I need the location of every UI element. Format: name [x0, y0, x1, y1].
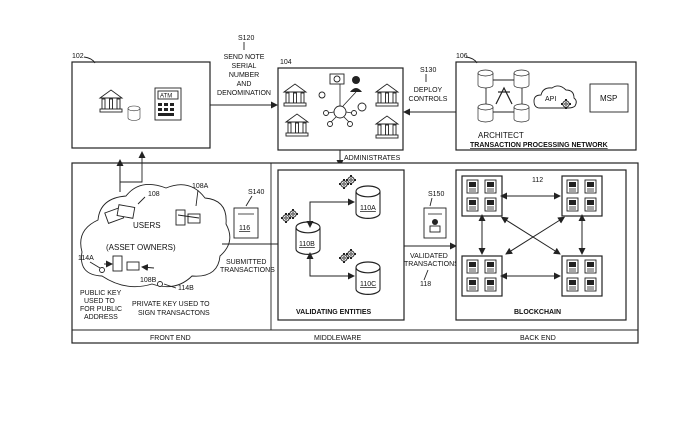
svg-text:FOR PUBLIC: FOR PUBLIC: [80, 306, 122, 313]
svg-text:MSP: MSP: [600, 94, 617, 103]
key-devices-icon: [99, 255, 163, 287]
step-s150: S150: [428, 191, 444, 198]
svg-text:116: 116: [239, 225, 250, 232]
svg-text:CONTROLS: CONTROLS: [409, 96, 448, 103]
arrow-110b-110a: [306, 198, 355, 228]
svg-text:NUMBER: NUMBER: [229, 72, 259, 79]
svg-text:AND: AND: [237, 81, 252, 88]
architect-label: ARCHITECT: [478, 131, 524, 140]
ledger-validated-icon: [423, 207, 447, 239]
block-bottom-right: [562, 256, 602, 296]
front-end-label: FRONT END: [150, 335, 191, 342]
svg-text:DEPLOY: DEPLOY: [414, 87, 443, 94]
administrates-label: ADMINISTRATES: [344, 155, 401, 162]
step-s140: S140: [248, 189, 264, 196]
validating-db-110b: 110B: [280, 208, 321, 256]
svg-text:API: API: [545, 96, 556, 103]
architect-network-icon: [477, 69, 530, 123]
ref-102: 102: [72, 53, 84, 60]
msp-box: MSP: [589, 83, 629, 113]
step-s130: S130: [420, 67, 436, 74]
svg-text:SERIAL: SERIAL: [232, 63, 257, 70]
svg-text:TRANSACTIONS: TRANSACTIONS: [404, 261, 459, 268]
ref-112: 112: [532, 177, 543, 184]
block-top-right: [562, 176, 602, 216]
send-note-label: SEND NOTE SERIAL NUMBER AND DENOMINATION: [217, 54, 271, 97]
validating-db-110c: 110C: [338, 248, 381, 296]
svg-text:TRANSACTIONS: TRANSACTIONS: [220, 267, 275, 274]
svg-text:SIGN TRANSACTONS: SIGN TRANSACTONS: [138, 310, 210, 317]
ref-108a: 108A: [192, 183, 209, 190]
ref-114a: 114A: [78, 255, 94, 262]
svg-text:SEND NOTE: SEND NOTE: [224, 54, 265, 61]
submitted-label: SUBMITTED TRANSACTIONS: [220, 259, 275, 274]
svg-text:110B: 110B: [299, 241, 315, 248]
arrow-110b-110c: [306, 252, 355, 280]
box-102: [71, 61, 211, 149]
validating-db-110a: 110A: [338, 174, 381, 220]
svg-text:PUBLIC KEY: PUBLIC KEY: [80, 290, 122, 297]
network-icon: [318, 73, 367, 127]
step-s120: S120: [238, 35, 254, 42]
svg-text:VALIDATED: VALIDATED: [410, 253, 448, 260]
validated-label: VALIDATED TRANSACTIONS: [404, 253, 459, 268]
ref-108b: 108B: [140, 277, 157, 284]
block-bottom-left: [462, 256, 502, 296]
ref-108: 108: [148, 191, 160, 198]
asset-owners-label: (ASSET OWNERS): [106, 243, 176, 252]
svg-text:110A: 110A: [360, 205, 376, 212]
svg-text:ATM: ATM: [160, 94, 172, 100]
middleware-label: MIDDLEWARE: [314, 335, 362, 342]
ref-114b: 114B: [178, 285, 194, 292]
users-icon: [104, 204, 136, 224]
svg-text:DENOMINATION: DENOMINATION: [217, 90, 271, 97]
tpn-label: TRANSACTION PROCESSING NETWORK: [470, 142, 608, 149]
validating-entities-label: VALIDATING ENTITIES: [296, 309, 372, 316]
atm-icon: ATM: [154, 87, 182, 121]
ref-106: 106: [456, 53, 468, 60]
svg-text:USED TO: USED TO: [84, 298, 115, 305]
private-key-label: PRIVATE KEY USED TO SIGN TRANSACTONS: [132, 301, 210, 317]
svg-text:110C: 110C: [360, 281, 376, 288]
ref-104: 104: [280, 59, 292, 66]
mobile-device-icon: [175, 209, 201, 226]
public-key-label: PUBLIC KEY USED TO FOR PUBLIC ADDRESS: [80, 290, 122, 321]
back-end-label: BACK END: [520, 335, 556, 342]
svg-text:PRIVATE KEY USED TO: PRIVATE KEY USED TO: [132, 301, 210, 308]
api-cloud-icon: API: [533, 85, 577, 110]
database-icon: [127, 105, 141, 121]
blockchain-label: BLOCKCHAIN: [514, 309, 561, 316]
users-label: USERS: [133, 221, 161, 230]
svg-text:SUBMITTED: SUBMITTED: [226, 259, 266, 266]
svg-text:ADDRESS: ADDRESS: [84, 314, 118, 321]
block-top-left: [462, 176, 502, 216]
ref-118: 118: [420, 281, 431, 288]
deploy-controls-label: DEPLOY CONTROLS: [409, 87, 448, 103]
ledger-116-icon: 116: [233, 207, 259, 239]
